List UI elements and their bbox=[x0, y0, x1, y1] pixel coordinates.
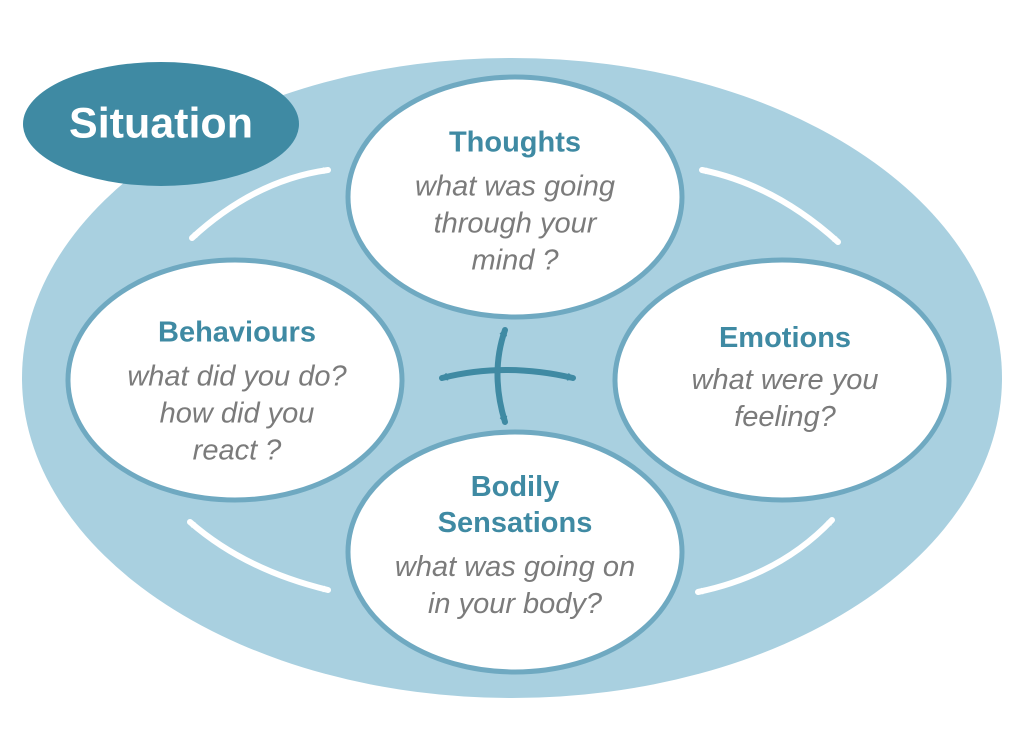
situation-label: Situation bbox=[69, 99, 253, 148]
emotions-bodily-arrow bbox=[695, 517, 835, 595]
four-way-arrow-icon bbox=[439, 327, 576, 425]
bodily-sensations-node bbox=[345, 429, 685, 675]
bodily-question-line: in your body? bbox=[427, 588, 603, 620]
thoughts-node bbox=[345, 74, 685, 320]
behaviours-text: Behaviours what did you do? how did you … bbox=[127, 315, 346, 470]
situation-badge bbox=[23, 62, 299, 186]
emotions-text: Emotions what were you feeling? bbox=[692, 320, 879, 436]
thoughts-behaviours-arrow bbox=[189, 167, 331, 241]
behaviours-question-line: how did you bbox=[159, 397, 315, 430]
emotions-question-line: feeling? bbox=[734, 401, 836, 433]
thoughts-emotions-arrow bbox=[699, 167, 841, 245]
bodily-title-line: Bodily bbox=[470, 471, 560, 503]
bodily-question-line: what was going on bbox=[394, 551, 636, 583]
thoughts-text: Thoughts what was going through your min… bbox=[415, 125, 615, 280]
behaviours-title: Behaviours bbox=[158, 316, 316, 349]
thoughts-question-line: through your bbox=[433, 207, 597, 240]
thoughts-question-line: what was going bbox=[415, 170, 615, 203]
behaviours-bodily-arrow bbox=[187, 519, 331, 593]
emotions-title: Emotions bbox=[718, 322, 852, 354]
bodily-sensations-text: Bodily Sensations what was going on in y… bbox=[395, 469, 635, 623]
bodily-title-line: Sensations bbox=[437, 507, 593, 539]
emotions-question-line: what were you bbox=[691, 364, 879, 396]
thoughts-question-line: mind ? bbox=[471, 244, 559, 277]
behaviours-node bbox=[65, 257, 405, 503]
behaviours-question-line: react ? bbox=[192, 434, 282, 467]
thoughts-title: Thoughts bbox=[448, 126, 582, 159]
emotions-node bbox=[612, 257, 952, 503]
behaviours-question-line: what did you do? bbox=[127, 360, 347, 393]
